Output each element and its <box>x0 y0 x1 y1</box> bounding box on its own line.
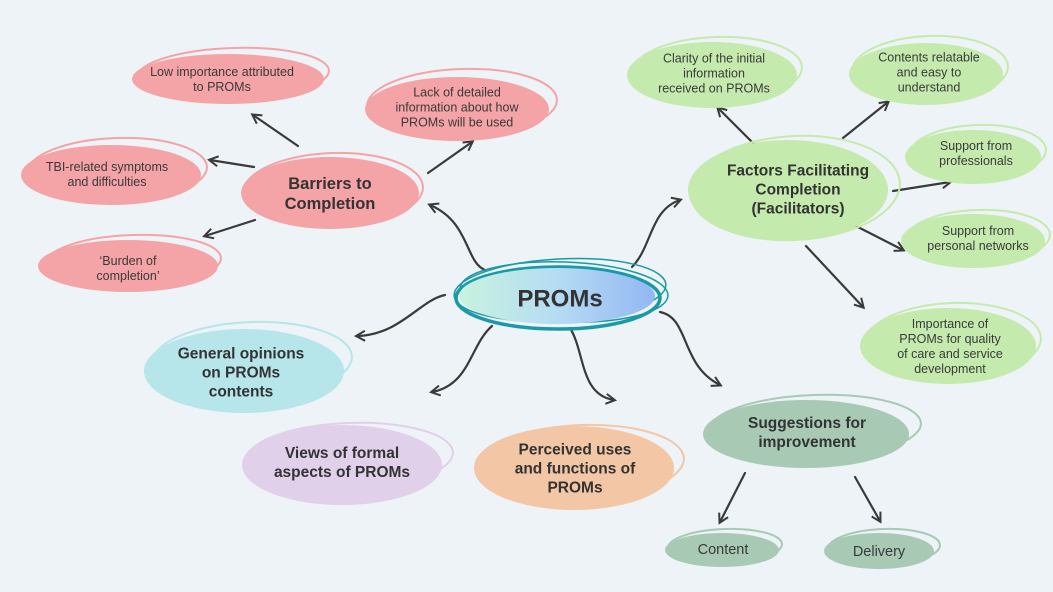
text-line: Barriers to <box>288 175 371 193</box>
perceived-uses-title: Perceived uses and functions of PROMs <box>515 441 636 496</box>
text-line: understand <box>898 80 961 94</box>
text-line: on PROMs <box>202 364 280 381</box>
text-line: Views of formal <box>285 445 399 462</box>
text-line: information <box>683 66 745 80</box>
barriers-cluster: Barriers to Completion Low importance att… <box>21 45 558 292</box>
text-line: PROMs <box>547 479 602 496</box>
text-line: contents <box>209 383 274 400</box>
arrow-barriers-to-burden <box>205 218 257 236</box>
text-line: Importance of <box>912 317 989 331</box>
arrow-facilitators-to-professionals <box>891 182 950 193</box>
arrow-center-to-uses <box>568 326 614 400</box>
text-line: ‘Burden of <box>100 254 158 268</box>
text-line: and functions of <box>515 460 636 477</box>
text-line: of care and service <box>897 347 1003 361</box>
perceived-uses-node[interactable]: Perceived uses and functions of PROMs <box>474 421 685 510</box>
arrow-barriers-to-low-importance <box>253 115 300 148</box>
text-line: information about how <box>396 100 520 114</box>
text-line: Lack of detailed <box>413 85 501 99</box>
text-line: aspects of PROMs <box>274 464 410 481</box>
text-line: Support from <box>940 139 1012 153</box>
formal-aspects-node[interactable]: Views of formal aspects of PROMs <box>242 419 454 505</box>
center-node[interactable]: PROMs <box>453 253 669 331</box>
general-opinions-title: General opinions on PROMs contents <box>178 345 305 400</box>
text-line: Suggestions for <box>748 415 866 432</box>
arrow-center-to-facilitators <box>630 200 680 269</box>
barriers-node[interactable]: Barriers to Completion <box>241 150 424 230</box>
text-line: professionals <box>939 154 1013 168</box>
text-line: to PROMs <box>193 80 251 94</box>
suggestions-node[interactable]: Suggestions for improvement <box>703 391 922 468</box>
suggestions-title: Suggestions for improvement <box>748 415 866 451</box>
text-line: and difficulties <box>68 175 147 189</box>
text-line: received on PROMs <box>658 81 770 95</box>
text-line: improvement <box>758 434 855 451</box>
text-line: PROMs for quality <box>899 332 1001 346</box>
text-line: PROMs will be used <box>401 115 514 129</box>
text-line: Support from <box>942 224 1014 238</box>
text-line: (Facilitators) <box>751 200 844 217</box>
barriers-title: Barriers to Completion <box>285 175 376 213</box>
suggestion-item-label: Delivery <box>853 544 906 560</box>
text-line: General opinions <box>178 345 305 362</box>
text-line: PROMs <box>517 285 602 312</box>
text-line: Factors Facilitating <box>727 162 869 179</box>
text-line: completion’ <box>96 269 159 283</box>
text-line: Low importance attributed <box>150 65 294 79</box>
suggestions-cluster: Suggestions for improvement Content Deliv… <box>665 391 941 569</box>
arrow-center-to-suggestions <box>658 310 720 385</box>
arrow-facilitators-to-networks <box>850 222 903 250</box>
suggestion-item-content[interactable]: Content <box>665 527 783 567</box>
text-line: Contents relatable <box>878 50 980 64</box>
arrow-facilitators-to-importance <box>804 244 863 307</box>
text-line: development <box>914 362 986 376</box>
text-line: personal networks <box>927 239 1028 253</box>
text-line: TBI-related symptoms <box>46 160 168 174</box>
suggestion-item-label: Content <box>698 542 749 558</box>
text-line: Completion <box>755 181 840 198</box>
connectors <box>205 102 950 522</box>
text-line: Perceived uses <box>519 441 632 458</box>
arrow-center-to-barriers <box>430 205 487 272</box>
arrow-center-to-formal <box>432 324 494 392</box>
center-title: PROMs <box>517 285 602 312</box>
general-opinions-node[interactable]: General opinions on PROMs contents <box>144 319 353 413</box>
arrow-center-to-opinions <box>357 293 447 336</box>
formal-aspects-title: Views of formal aspects of PROMs <box>274 445 410 481</box>
arrow-facilitators-to-relatable <box>841 102 888 140</box>
text-line: Delivery <box>853 544 906 560</box>
text-line: and easy to <box>897 65 962 79</box>
arrow-suggestions-to-delivery <box>853 475 880 521</box>
arrow-barriers-to-tbi <box>210 160 256 169</box>
arrow-barriers-to-lack-info <box>426 142 472 175</box>
arrow-suggestions-to-content <box>720 471 747 522</box>
text-line: Clarity of the initial <box>663 51 765 65</box>
suggestion-item-delivery[interactable]: Delivery <box>824 527 941 569</box>
arrow-facilitators-to-clarity <box>718 108 757 147</box>
text-line: Completion <box>285 195 376 213</box>
text-line: Content <box>698 542 749 558</box>
